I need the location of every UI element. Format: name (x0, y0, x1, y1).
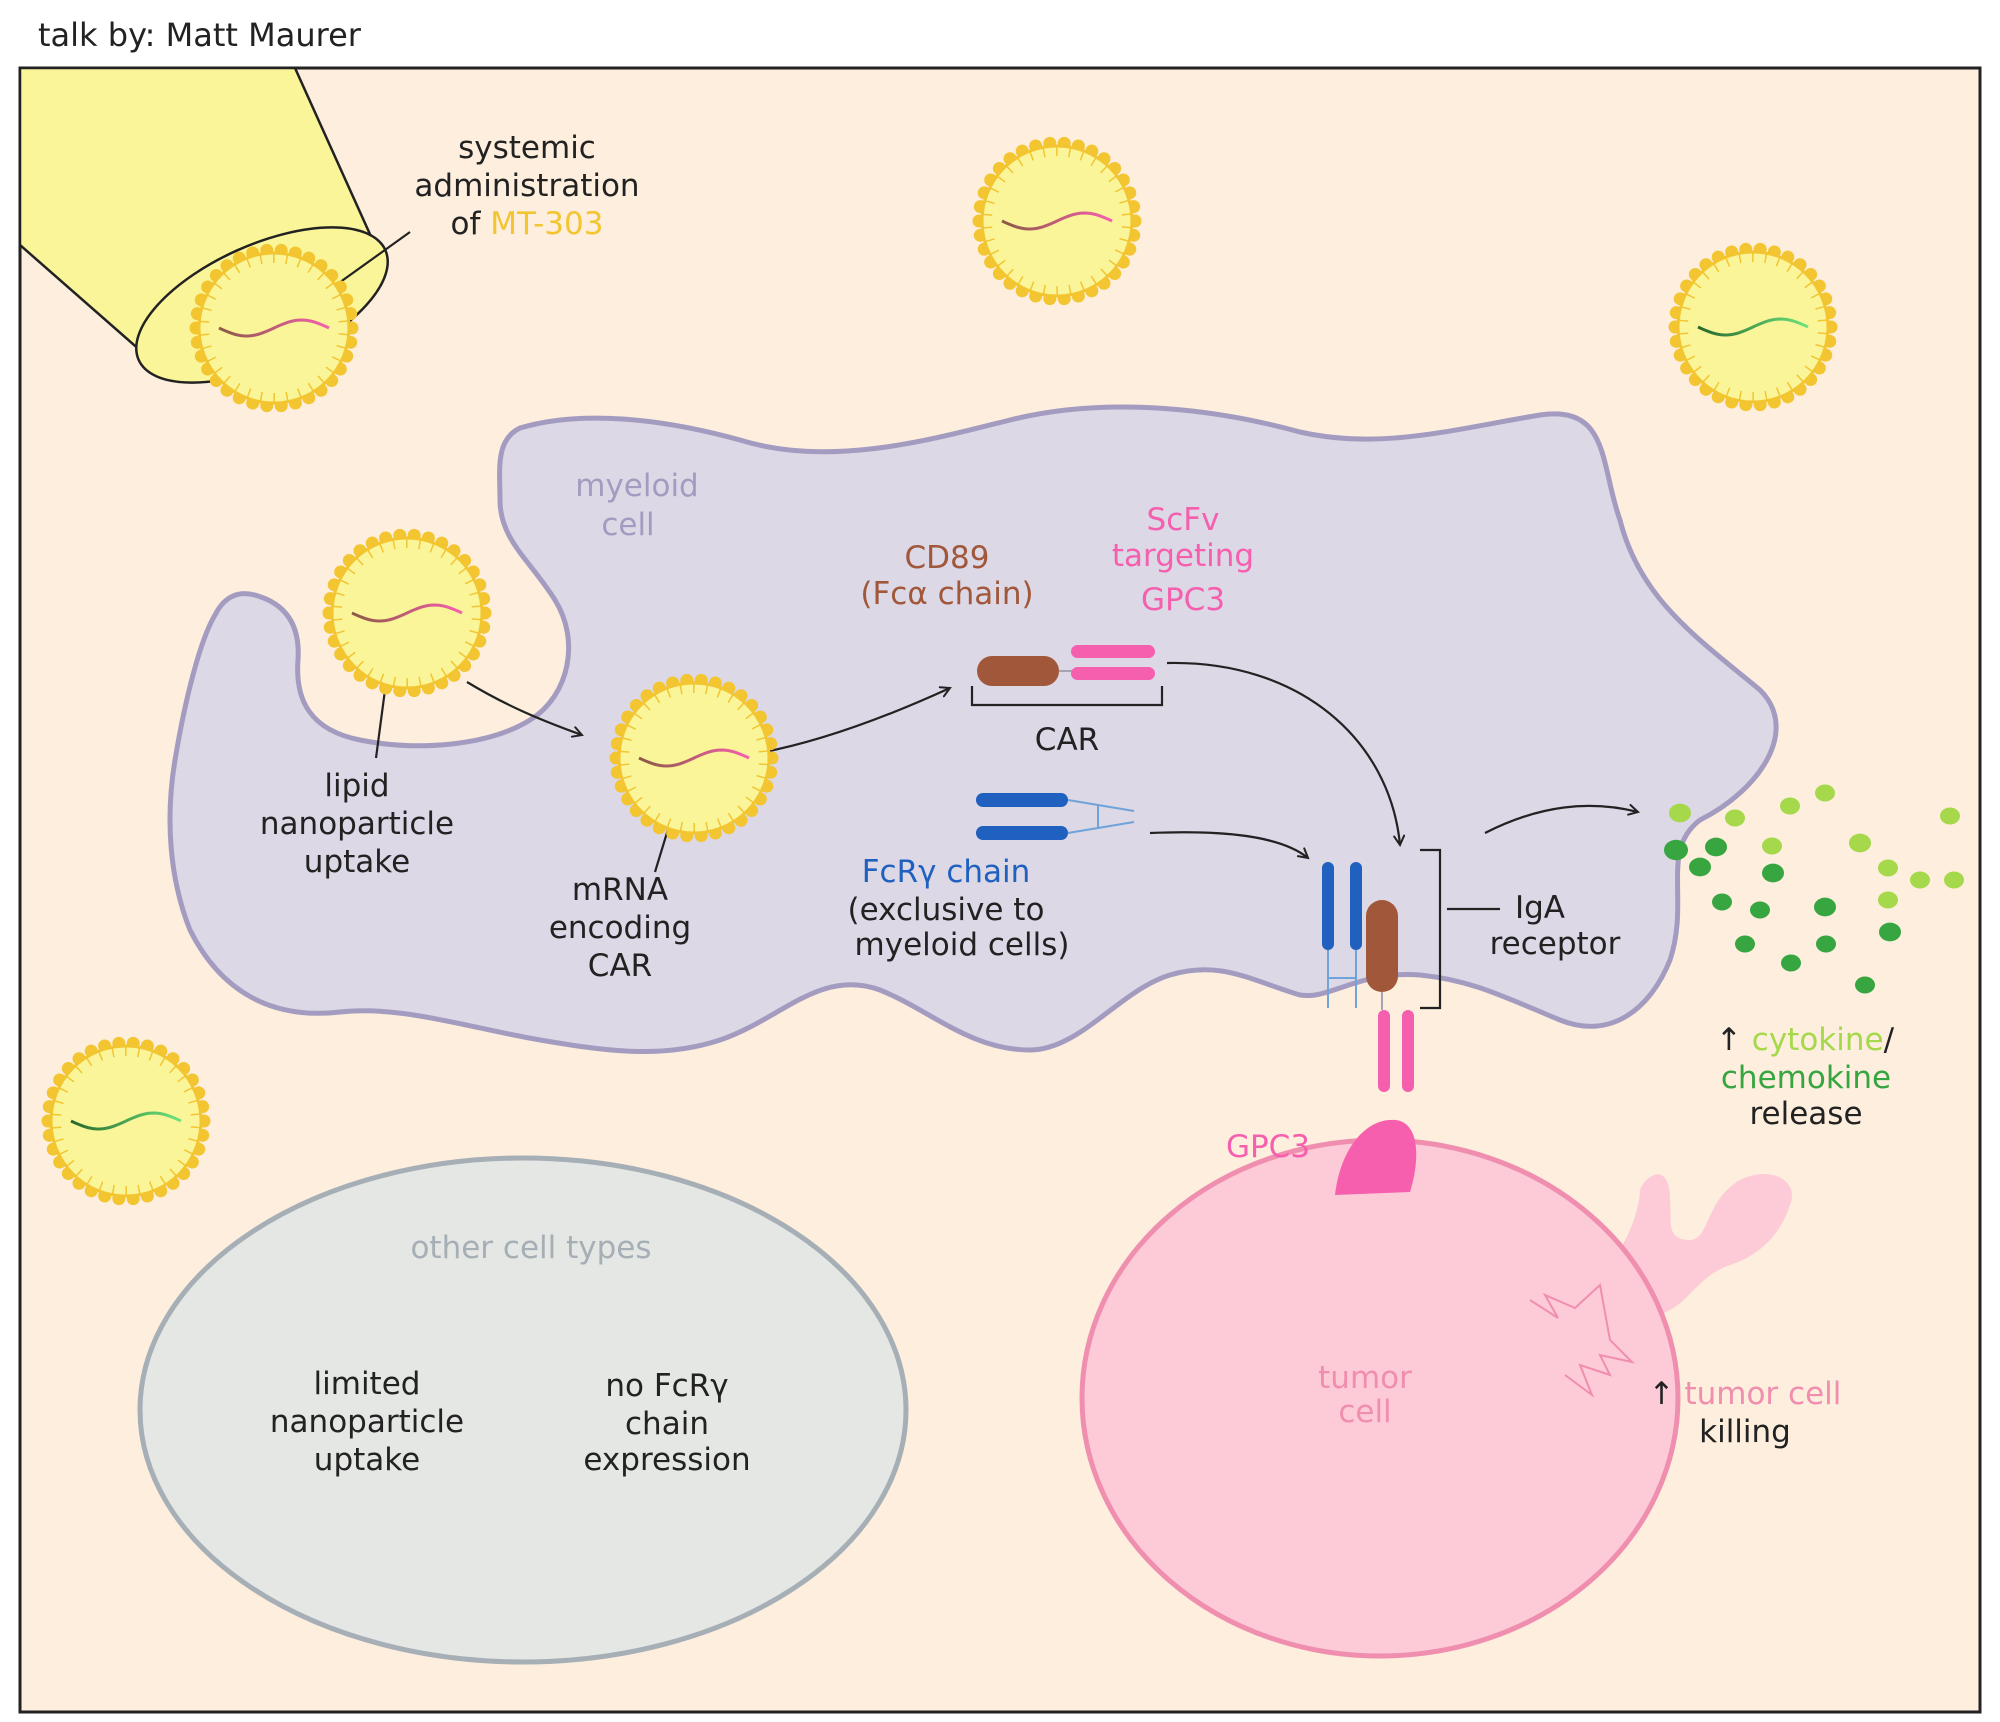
nanoparticle-icon (1668, 242, 1838, 412)
tumor-label-line2: cell (1338, 1394, 1391, 1430)
killing-label-line1: ↑ tumor cell (1649, 1376, 1842, 1412)
other-left-line3: uptake (314, 1442, 420, 1478)
car-label: CAR (1035, 722, 1099, 758)
other-cell-types-shape (137, 1155, 909, 1665)
release-up-arrow: ↑ (1716, 1022, 1742, 1058)
killing-up-arrow: ↑ (1649, 1376, 1675, 1412)
other-right-line1: no FcRγ (605, 1368, 728, 1404)
chemokine-dot (1855, 976, 1875, 994)
tumor-label-line1: tumor (1318, 1360, 1412, 1396)
nanoparticle-icon (41, 1036, 211, 1206)
cytokine-dot (1849, 833, 1871, 853)
uptake-label-line2: nanoparticle (260, 806, 454, 842)
arrow-car-to-receptor (1166, 661, 1400, 845)
tumor-cell-highlight: tumor cell (1684, 1376, 1841, 1412)
cytokine-dot (1780, 797, 1800, 815)
drug-name: MT-303 (490, 206, 603, 242)
scfv-label-line1: ScFv (1147, 502, 1220, 538)
fcr-label-line2: (exclusive to (848, 892, 1045, 928)
cytokine-dot (1669, 803, 1691, 823)
myeloid-cell-shape (167, 404, 1779, 1055)
admin-label-line3: of MT-303 (451, 206, 604, 242)
chemokine-dot (1689, 857, 1711, 877)
cytokine-dot (1878, 859, 1898, 877)
myeloid-label-line2: cell (601, 507, 654, 543)
leader-uptake (374, 689, 387, 759)
cd89-label-line1: CD89 (905, 540, 990, 576)
arrow-mrna-to-car (747, 688, 950, 757)
chemokine-dot (1712, 893, 1732, 911)
other-title: other cell types (410, 1230, 651, 1266)
cytokine-dot (1944, 871, 1964, 889)
cytokine-dot (1910, 871, 1930, 889)
killing-word: killing (1699, 1414, 1791, 1450)
gpc3-label: GPC3 (1226, 1129, 1310, 1165)
iga-label-line2: receptor (1490, 926, 1621, 962)
nanoparticle-icon (189, 243, 359, 413)
other-right-line3: expression (583, 1442, 750, 1478)
cytokine-dot (1878, 891, 1898, 909)
car-construct (977, 645, 1155, 686)
uptake-label-line3: uptake (304, 844, 410, 880)
other-left-line2: nanoparticle (270, 1404, 464, 1440)
myeloid-label-line1: myeloid (575, 468, 699, 504)
arrow-to-release (1484, 806, 1638, 834)
release-slash: / (1884, 1022, 1895, 1058)
release-label-line1: ↑ cytokine/ (1716, 1022, 1895, 1058)
chemokine-dot (1664, 839, 1688, 861)
fcr-label-line1: FcRγ chain (862, 854, 1031, 890)
scfv-label-line2: targeting (1112, 538, 1254, 574)
scfv-label-line3: GPC3 (1141, 582, 1225, 618)
other-right-line2: chain (625, 1406, 709, 1442)
cytokine-dot (1725, 809, 1745, 827)
arrow-fcr-to-receptor (1149, 831, 1308, 858)
chemokine-text: chemokine (1721, 1060, 1891, 1096)
cytokine-text: cytokine (1752, 1022, 1884, 1058)
chemokine-dot (1750, 901, 1770, 919)
iga-label-line1: IgA (1515, 890, 1565, 926)
chemokine-dot (1816, 935, 1836, 953)
other-left-line1: limited (314, 1366, 421, 1402)
admin-label-line1: systemic (458, 130, 596, 166)
iga-receptor-bracket (1420, 848, 1442, 1010)
nanoparticle-icon (972, 136, 1142, 306)
arrow-uptake-to-mrna (466, 681, 582, 735)
chemokine-dot (1735, 935, 1755, 953)
uptake-label-line1: lipid (324, 768, 389, 804)
mrna-label-line3: CAR (588, 948, 652, 984)
nanoparticle-icon (322, 528, 492, 698)
chemokine-dot (1781, 954, 1801, 972)
chemokine-dot (1705, 837, 1727, 857)
fcr-label-line3: myeloid cells) (855, 927, 1070, 963)
chemokine-dot (1814, 897, 1836, 917)
cd89-label-line2: (Fcα chain) (860, 576, 1033, 612)
fcr-gamma-chain (976, 793, 1135, 840)
cytokine-dot (1762, 837, 1782, 855)
cytokine-dot (1940, 807, 1960, 825)
chemokine-dot (1762, 863, 1784, 883)
release-word: release (1749, 1096, 1862, 1132)
chemokine-dot (1879, 922, 1901, 942)
credit-text: talk by: Matt Maurer (38, 16, 362, 54)
cytokine-dot (1815, 784, 1835, 802)
mrna-label-line2: encoding (549, 910, 691, 946)
admin-label-line2: administration (414, 168, 639, 204)
nanoparticle-icon (609, 673, 779, 843)
car-bracket (970, 686, 1164, 707)
mrna-label-line1: mRNA (572, 872, 668, 908)
gpc3-antigen (1335, 1119, 1417, 1195)
admin-of-text: of (451, 206, 482, 242)
iga-receptor-complex (1322, 862, 1414, 1092)
